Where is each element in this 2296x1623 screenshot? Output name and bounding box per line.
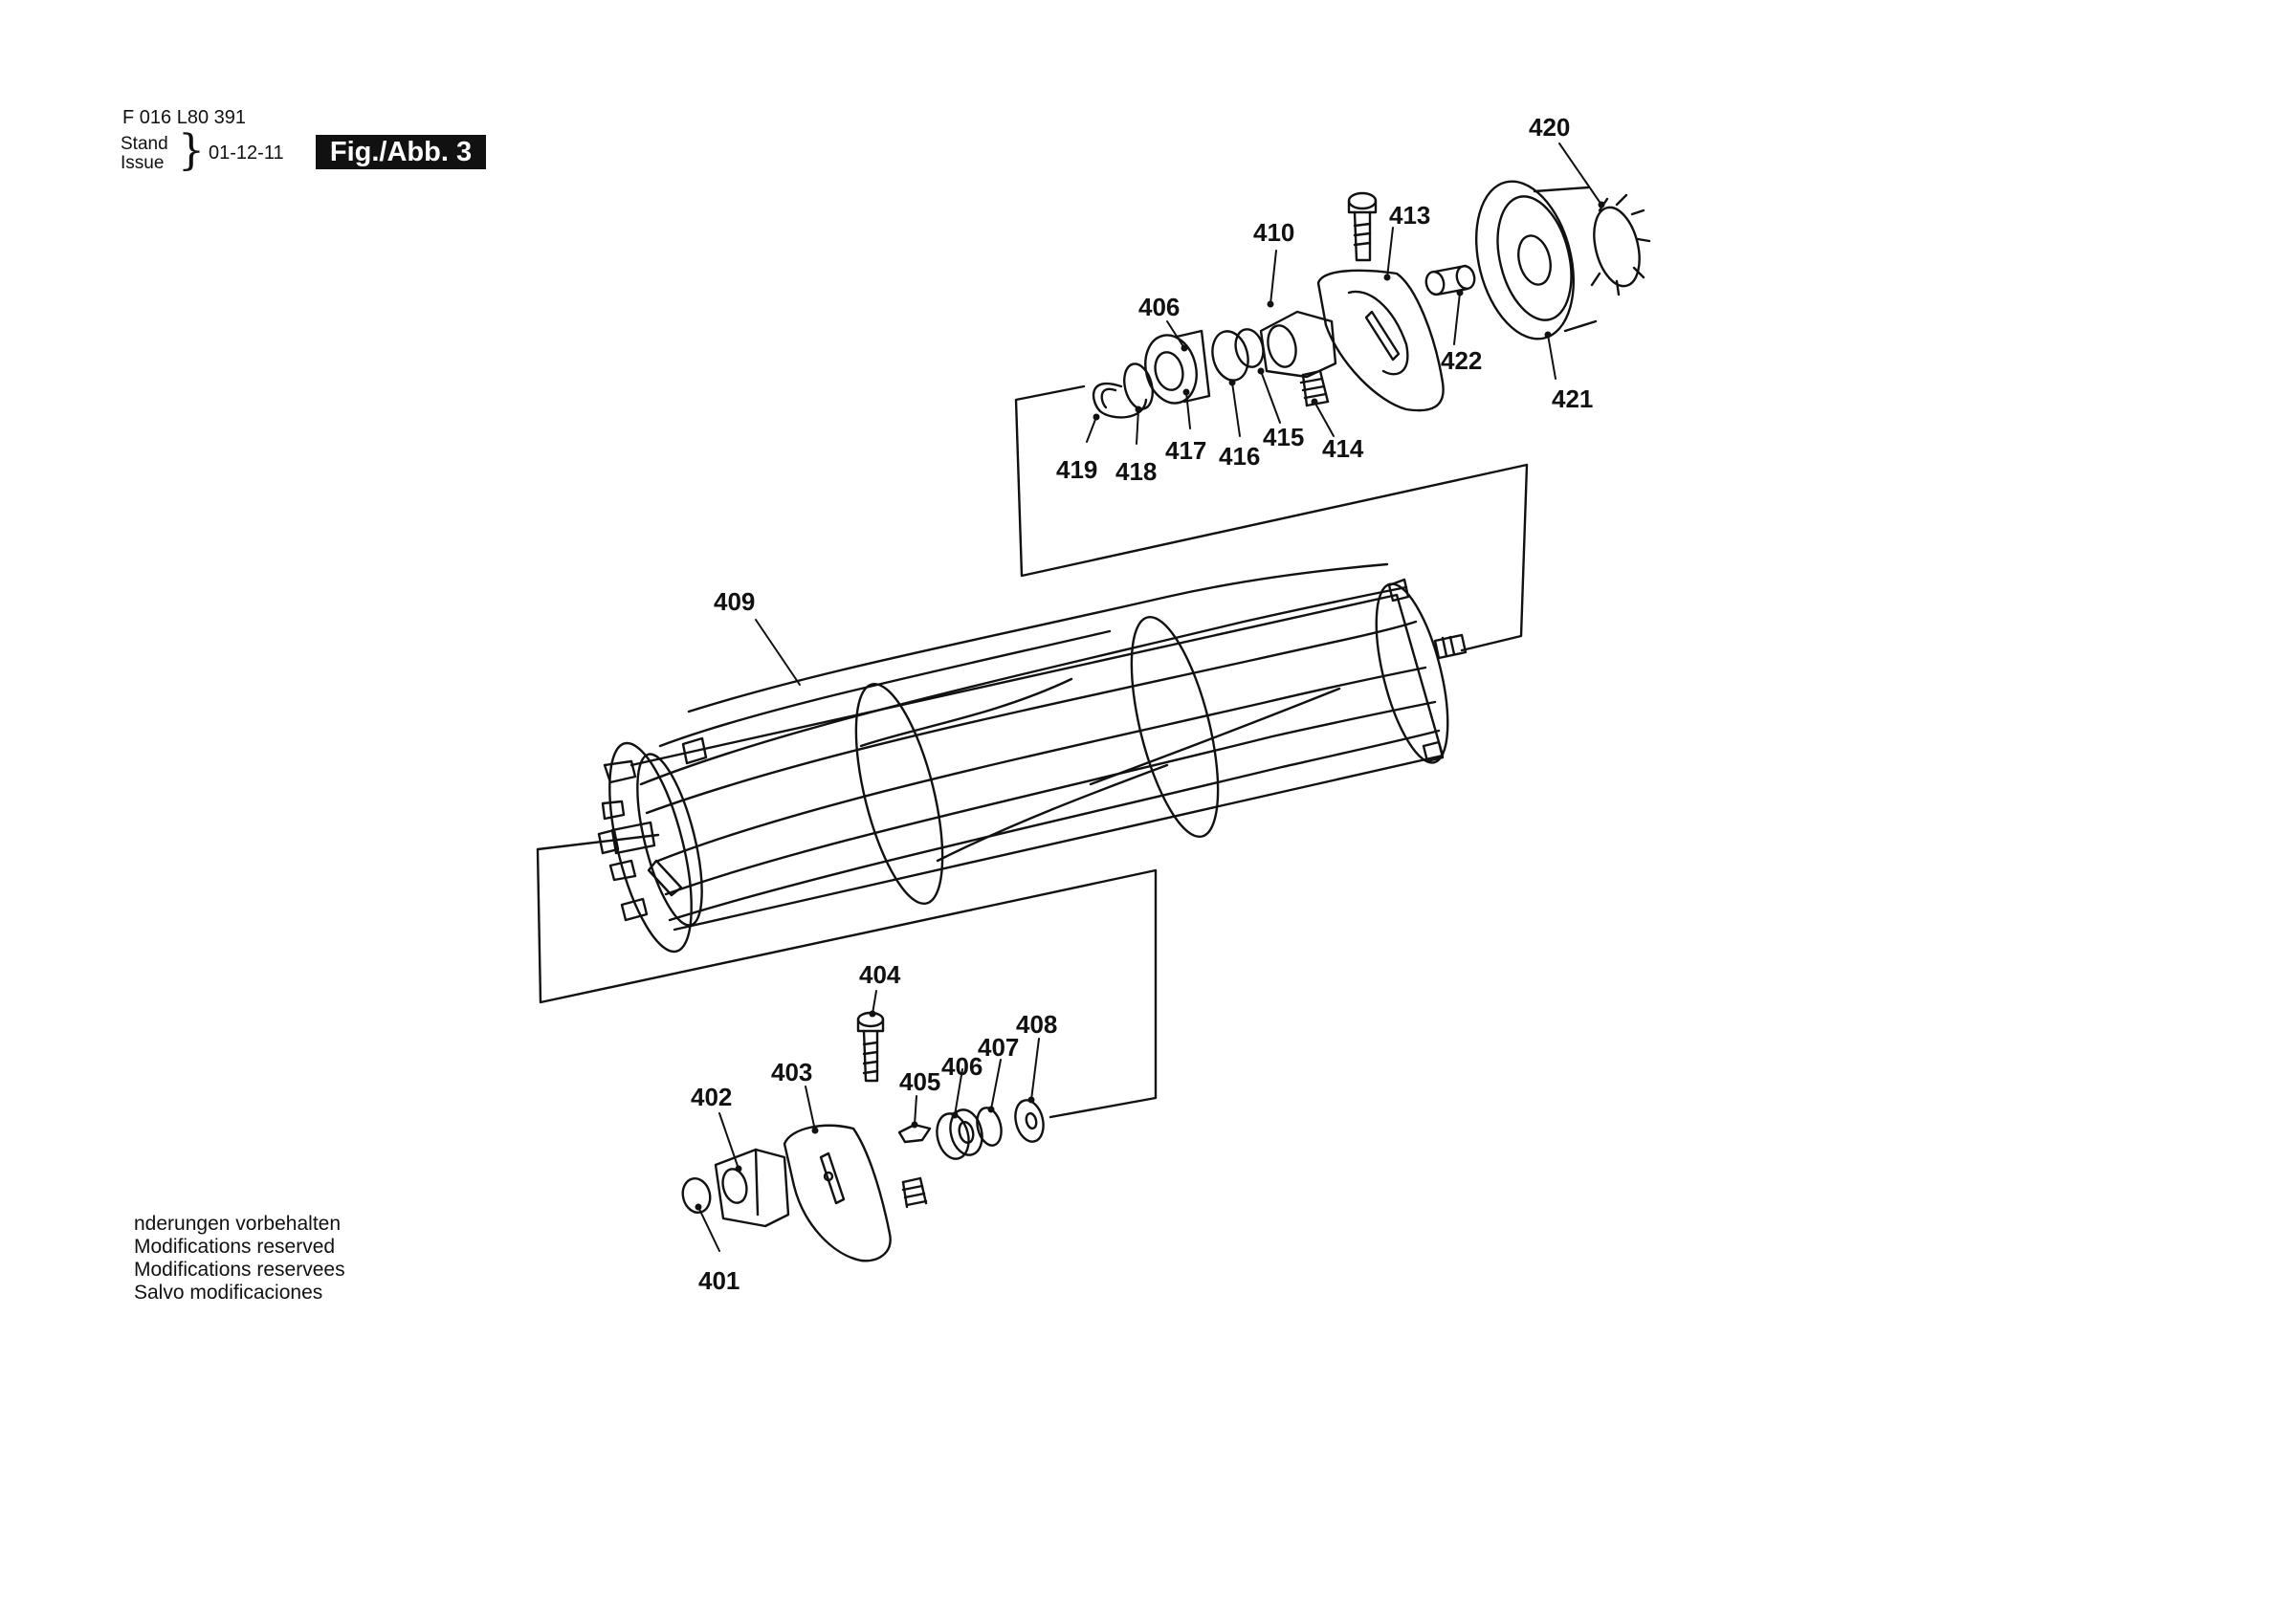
- callout-414: 414: [1322, 434, 1364, 463]
- washer-407: [976, 1107, 1003, 1147]
- leader-lines: [697, 143, 1602, 1252]
- callout-403: 403: [771, 1058, 812, 1086]
- stand-label: Stand: [121, 134, 168, 154]
- callout-422: 422: [1441, 346, 1482, 375]
- callout-410: 410: [1253, 218, 1294, 247]
- bearing-plate-413: [1316, 269, 1445, 412]
- callout-417: 417: [1165, 436, 1206, 465]
- ring-418: [1123, 362, 1154, 410]
- modification-notes: nderungen vorbehalten Modifications rese…: [134, 1213, 345, 1305]
- bracket-lower: [536, 833, 1158, 1119]
- bearing-417: [1144, 329, 1211, 405]
- callout-401: 401: [698, 1266, 740, 1295]
- callout-415: 415: [1263, 423, 1304, 451]
- callout-413: 413: [1389, 201, 1430, 230]
- spring-414: [1299, 369, 1330, 407]
- issue-date: 01-12-11: [209, 143, 284, 164]
- reel-cylinder: [597, 562, 1468, 954]
- sprocket-420: [1590, 193, 1651, 296]
- screw-404: [856, 1011, 885, 1083]
- washer-416: [1211, 330, 1249, 382]
- note-line-es: Salvo modificaciones: [134, 1282, 323, 1304]
- bearing-406-lower: [936, 1108, 983, 1160]
- callout-409: 409: [714, 587, 755, 616]
- callout-labels: 420 413 410 406 422 421 414 415 416 417 …: [691, 113, 1593, 1295]
- spring-lower: [901, 1176, 928, 1209]
- note-line-fr: Modifications reservees: [134, 1259, 345, 1281]
- callout-416: 416: [1219, 442, 1260, 471]
- figure-label: Fig./Abb. 3: [316, 135, 486, 169]
- bushing-422: [1424, 264, 1476, 296]
- note-line-en: Modifications reserved: [134, 1236, 336, 1258]
- callout-404: 404: [859, 960, 901, 989]
- brace-glyph: }: [178, 126, 205, 175]
- pulley-421: [1474, 180, 1598, 340]
- callout-406-lower: 406: [941, 1052, 982, 1081]
- callout-421: 421: [1552, 384, 1593, 413]
- callout-406-upper: 406: [1138, 293, 1180, 321]
- callout-418: 418: [1115, 457, 1157, 486]
- callout-405: 405: [899, 1067, 940, 1096]
- housing-402: [714, 1148, 790, 1228]
- leader-dots: [695, 201, 1605, 1211]
- callout-407: 407: [978, 1033, 1019, 1062]
- issue-label: Issue: [121, 153, 165, 173]
- note-line-de: nderungen vorbehalten: [134, 1213, 342, 1235]
- screw-upper: [1347, 191, 1378, 262]
- callout-402: 402: [691, 1083, 732, 1111]
- bracket-upper: [1014, 384, 1529, 652]
- callout-420: 420: [1529, 113, 1570, 142]
- washer-408: [1014, 1099, 1045, 1143]
- bearing-housing-410: [1259, 310, 1337, 379]
- callout-408: 408: [1016, 1010, 1057, 1039]
- callout-419: 419: [1056, 455, 1097, 484]
- plate-403: [783, 1124, 892, 1262]
- document-number: F 016 L80 391: [122, 107, 246, 128]
